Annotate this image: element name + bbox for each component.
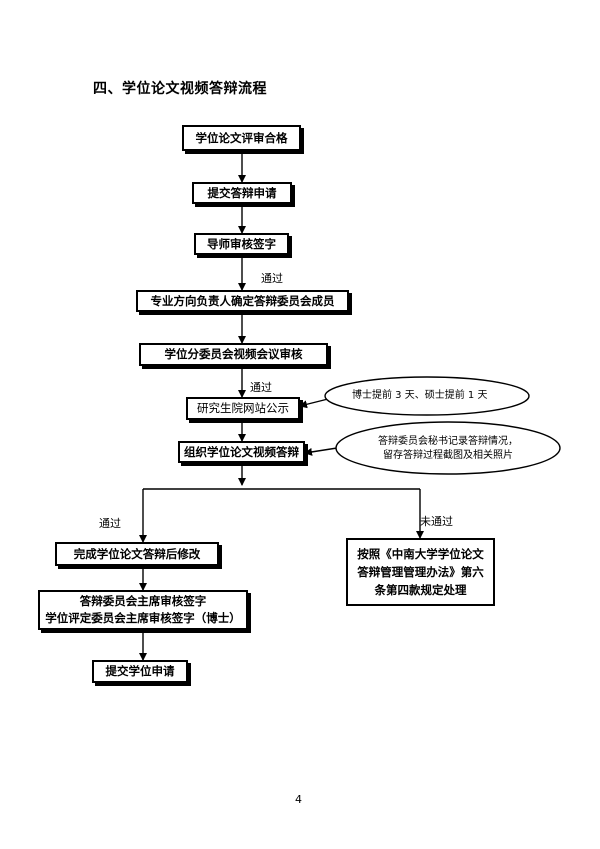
step-label: 学位评定委员会主席审核签字（博士） [45,611,241,625]
step-determine-committee: 专业方向负责人确定答辩委员会成员 [136,290,349,312]
step-subcommittee-video-review: 学位分委员会视频会议审核 [139,343,328,366]
step-label: 按照《中南大学学位论文 [357,547,484,561]
step-submit-defense-application: 提交答辩申请 [192,182,292,204]
note1-bubble [324,376,530,416]
step-label: 提交答辩申请 [207,185,277,200]
step-label: 学位分委员会视频会议审核 [164,347,303,361]
step-advisor-review-sign: 导师审核签字 [194,233,289,255]
note-line: 留存答辩过程截图及相关照片 [383,450,513,461]
note2-bubble [335,421,561,475]
note-defense-records: 答辩委员会秘书记录答辩情况， 留存答辩过程截图及相关照片 [360,435,536,463]
arrow-note2 [304,447,338,456]
step-submit-degree-application: 提交学位申请 [92,660,188,683]
page-number: 4 [295,793,302,806]
label-fail: 未通过 [420,515,453,528]
step-thesis-review-passed: 学位论文评审合格 [182,125,301,151]
step-label: 条第四款规定处理 [374,583,467,597]
step-label: 导师审核签字 [207,236,276,251]
label-pass-1: 通过 [261,272,283,285]
step-label: 学位论文评审合格 [195,130,288,145]
step-label: 组织学位论文视频答辩 [184,444,299,459]
step-label: 完成学位论文答辩后修改 [73,546,201,561]
note-line: 答辩委员会秘书记录答辩情况， [378,436,518,447]
step-handle-per-regulations: 按照《中南大学学位论文 答辩管理管理办法》第六 条第四款规定处理 [346,538,495,606]
step-label: 答辩委员会主席审核签字 [79,594,207,608]
step-label: 答辩管理管理办法》第六 [357,565,484,579]
step-label: 研究生院网站公示 [197,401,289,415]
step-label: 专业方向负责人确定答辩委员会成员 [150,293,335,308]
label-pass-2: 通过 [250,381,272,394]
step-label: 提交学位申请 [105,664,175,678]
step-post-defense-revision: 完成学位论文答辩后修改 [55,542,219,566]
step-organize-video-defense: 组织学位论文视频答辩 [178,441,305,463]
step-graduate-school-announcement: 研究生院网站公示 [186,397,300,420]
note-announcement-timing: 博士提前 3 天、硕士提前 1 天 [352,390,488,401]
page-title: 四、学位论文视频答辩流程 [93,81,267,97]
label-pass-3: 通过 [99,517,121,530]
step-chair-review-signatures: 答辩委员会主席审核签字 学位评定委员会主席审核签字（博士） [38,590,248,630]
